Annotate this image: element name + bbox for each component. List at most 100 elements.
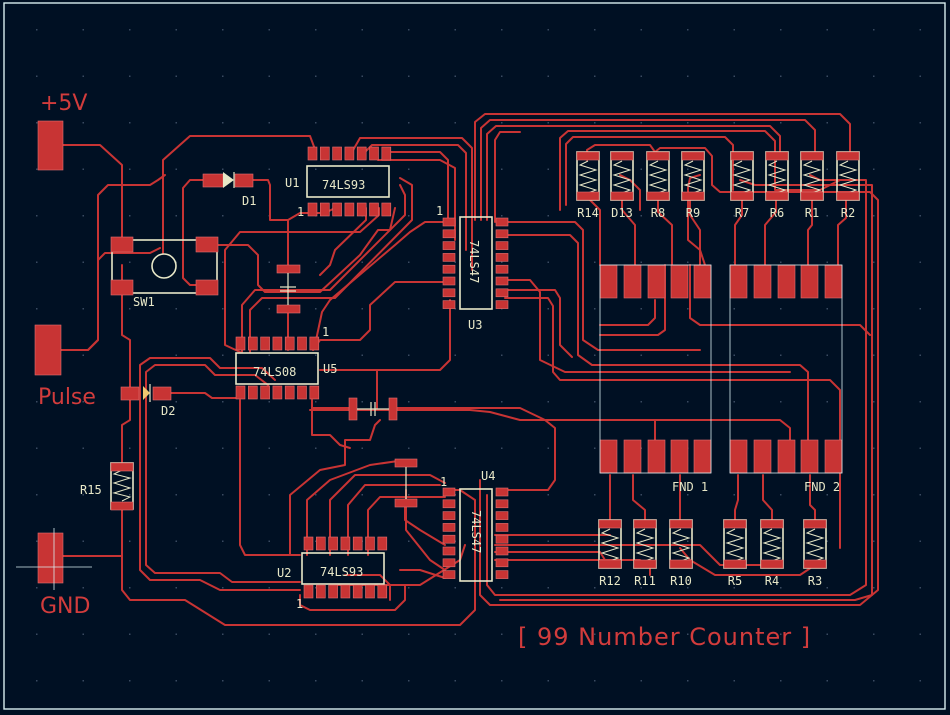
grid-dot (268, 122, 270, 124)
grid-dot (547, 122, 549, 124)
ic-u5[interactable] (235, 336, 320, 400)
grid-dot (408, 122, 410, 124)
resistor-r6[interactable]: R6 (765, 151, 789, 220)
grid-dot (175, 354, 177, 356)
grid-dot (594, 75, 596, 77)
resistor-r5[interactable]: R5 (723, 519, 747, 588)
capacitor-c2[interactable] (348, 397, 398, 421)
grid-dot (780, 494, 782, 496)
grid-dot (594, 680, 596, 682)
grid-dot (408, 215, 410, 217)
grid-dot (594, 447, 596, 449)
grid-dot (268, 494, 270, 496)
ic-pad (442, 253, 456, 262)
grid-dot (454, 29, 456, 31)
ic-pad (365, 584, 375, 599)
diode-d1[interactable]: D1 (202, 172, 256, 208)
grid-dot (268, 308, 270, 310)
resistor-r15[interactable]: R15 (80, 462, 134, 511)
grid-dot (129, 308, 131, 310)
grid-dot (733, 680, 735, 682)
resistor-r8[interactable]: R8 (646, 151, 670, 220)
grid-dot (919, 261, 921, 263)
resistor-r11[interactable]: R11 (633, 519, 657, 588)
grid-dot (129, 122, 131, 124)
grid-dot (501, 447, 503, 449)
ic-pad (303, 536, 314, 551)
ic-pad (442, 570, 456, 579)
connector-gnd[interactable]: GND (16, 528, 92, 619)
grid-dot (268, 168, 270, 170)
grid-dot (315, 587, 317, 589)
ic-pad (352, 536, 363, 551)
ic-pad (495, 558, 509, 568)
grid-dot (361, 261, 363, 263)
resistor-label: R1 (805, 206, 819, 220)
ic-outline (301, 552, 385, 585)
grid-dot (501, 122, 503, 124)
resistor-label: R2 (841, 206, 855, 220)
grid-dot (733, 354, 735, 356)
grid-dot (640, 168, 642, 170)
connector-5v[interactable]: +5V (37, 91, 87, 171)
fnd-pad (729, 439, 748, 474)
ic-pad (442, 241, 456, 250)
grid-dot (547, 75, 549, 77)
resistor-r12[interactable]: R12 (598, 519, 622, 588)
grid-dot (361, 680, 363, 682)
resistor-r9[interactable]: R9 (681, 151, 705, 220)
r15-ref: R15 (80, 483, 102, 497)
grid-dot (222, 122, 224, 124)
ic-u1[interactable] (306, 146, 392, 217)
grid-dot (408, 494, 410, 496)
grid-dot (873, 587, 875, 589)
ic-pad (442, 276, 456, 286)
resistor-d13[interactable]: D13 (610, 151, 634, 220)
grid-dot (640, 680, 642, 682)
resistor-r1[interactable]: R1 (800, 151, 824, 220)
grid-dot (222, 587, 224, 589)
grid-dot (454, 401, 456, 403)
grid-dot (594, 215, 596, 217)
grid-dot (733, 494, 735, 496)
grid-dot (36, 587, 38, 589)
label-pulse: Pulse (38, 385, 96, 410)
grid-dot (36, 540, 38, 542)
ic-u2[interactable] (301, 536, 388, 599)
resistor-r3[interactable]: R3 (803, 519, 827, 588)
resistor-r10[interactable]: R10 (669, 519, 693, 588)
ic-u4[interactable] (442, 487, 509, 582)
grid-dot (733, 75, 735, 77)
grid-dot (82, 540, 84, 542)
grid-dot (687, 261, 689, 263)
grid-dot (594, 540, 596, 542)
grid-dot (873, 680, 875, 682)
grid-dot (454, 447, 456, 449)
resistor-label: R7 (735, 206, 749, 220)
ic-pad (309, 336, 320, 351)
resistor-r4[interactable]: R4 (760, 519, 784, 588)
ic-pad (319, 202, 330, 217)
grid-dot (408, 587, 410, 589)
ic-u3[interactable] (442, 216, 509, 310)
ic-pad (297, 385, 307, 400)
ic-outline (459, 216, 493, 310)
resistor-r14[interactable]: R14 (576, 151, 600, 220)
grid-dot (733, 308, 735, 310)
grid-dot (873, 168, 875, 170)
grid-dot (780, 354, 782, 356)
resistor-label: R5 (728, 574, 742, 588)
grid-dot (873, 494, 875, 496)
resistor-r7[interactable]: R7 (730, 151, 754, 220)
grid-dot (547, 447, 549, 449)
grid-dot (315, 308, 317, 310)
switch-sw1[interactable]: SW1 (110, 236, 219, 309)
grid-dot (919, 447, 921, 449)
capacitor-c1[interactable] (276, 264, 301, 314)
resistor-r2[interactable]: R2 (836, 151, 860, 220)
capacitor-c3[interactable] (394, 458, 418, 508)
connector-pulse[interactable]: Pulse (34, 324, 96, 410)
diode-d2[interactable]: D2 (120, 384, 175, 418)
